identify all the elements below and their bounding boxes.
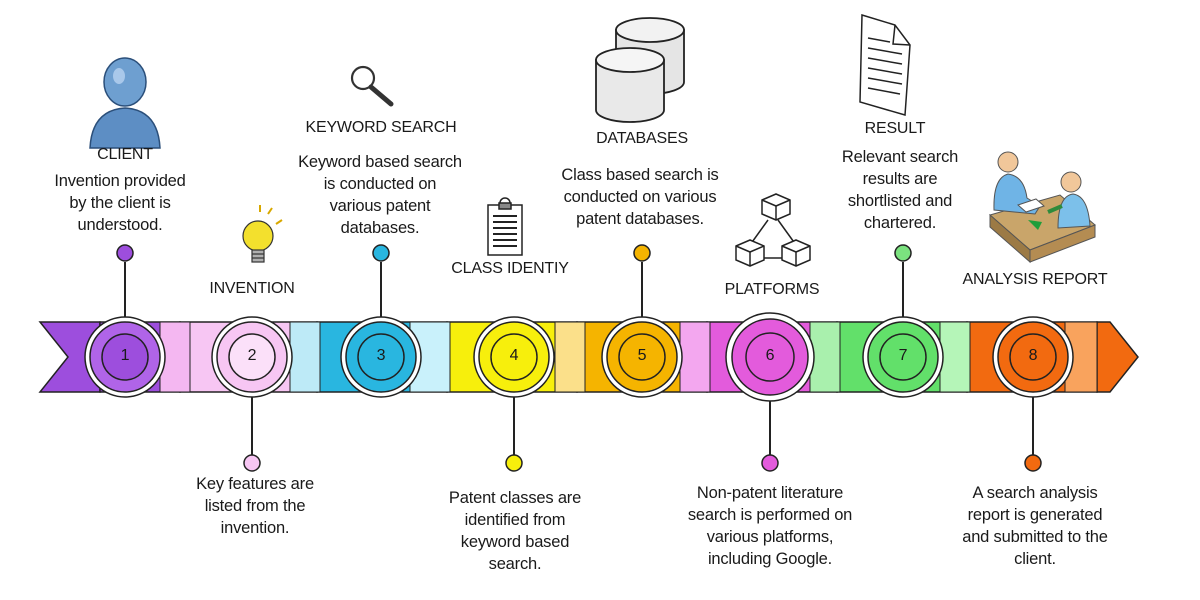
dot-3 [372,244,390,262]
dot-6 [761,454,779,472]
node-8-number: 8 [1028,347,1038,364]
node-2-number: 2 [247,347,257,364]
step-3-desc: Keyword based search is conducted on var… [298,153,462,237]
meeting-icon [988,151,1096,264]
step-1-desc: Invention provided by the client is unde… [54,172,186,234]
step-5-title: DATABASES [596,130,688,147]
node-2 [211,316,293,398]
node-3 [340,316,422,398]
lightbulb-icon [242,205,283,263]
dot-4 [505,454,523,472]
timeline-ribbon [38,321,1139,393]
step-2-desc: Key features are listed from the inventi… [196,475,314,537]
connector-dots [116,244,1042,472]
database-icon [595,17,685,123]
step-7-desc: Relevant search results are shortlisted … [841,148,959,232]
node-6 [725,312,815,402]
ribbon-highlight-5 [679,321,711,393]
dot-1 [116,244,134,262]
document-icon [859,13,911,116]
node-1-number: 1 [120,347,130,364]
ribbon-arrowhead [1096,321,1139,393]
node-7-number: 7 [898,347,908,364]
dot-5 [633,244,651,262]
node-1 [84,316,166,398]
node-3-number: 3 [376,347,386,364]
node-4 [473,316,555,398]
ribbon-highlight-2 [289,321,321,393]
dot-2 [243,454,261,472]
dot-7 [894,244,912,262]
cubes-network-icon [735,193,811,267]
clipboard-icon [487,197,523,256]
step-8-title: ANALYSIS REPORT [962,271,1108,288]
node-5 [601,316,683,398]
step-8-desc: A search analysis report is generated an… [962,484,1108,568]
step-7-title: RESULT [864,120,926,137]
ribbon-highlight-4 [554,321,586,393]
node-5-number: 5 [637,347,647,364]
step-nodes [84,312,1074,402]
node-7 [862,316,944,398]
dot-8 [1024,454,1042,472]
step-1-title: CLIENT [97,146,153,163]
connectors [124,262,1034,455]
node-6-number: 6 [765,347,775,364]
node-4-number: 4 [509,347,519,364]
step-6-desc: Non-patent literature search is performe… [687,484,853,568]
step-4-title: CLASS IDENTIY [451,260,569,277]
step-4-desc: Patent classes are identified from keywo… [448,489,582,573]
ribbon-tail [38,321,101,393]
step-2-title: INVENTION [209,280,295,297]
node-8 [992,316,1074,398]
step-3-title: KEYWORD SEARCH [305,119,457,136]
magnifier-icon [350,65,394,107]
step-5-desc: Class based search is conducted on vario… [561,166,719,228]
step-6-title: PLATFORMS [724,281,820,298]
person-icon [89,57,161,149]
ribbon-highlight-7 [939,321,971,393]
